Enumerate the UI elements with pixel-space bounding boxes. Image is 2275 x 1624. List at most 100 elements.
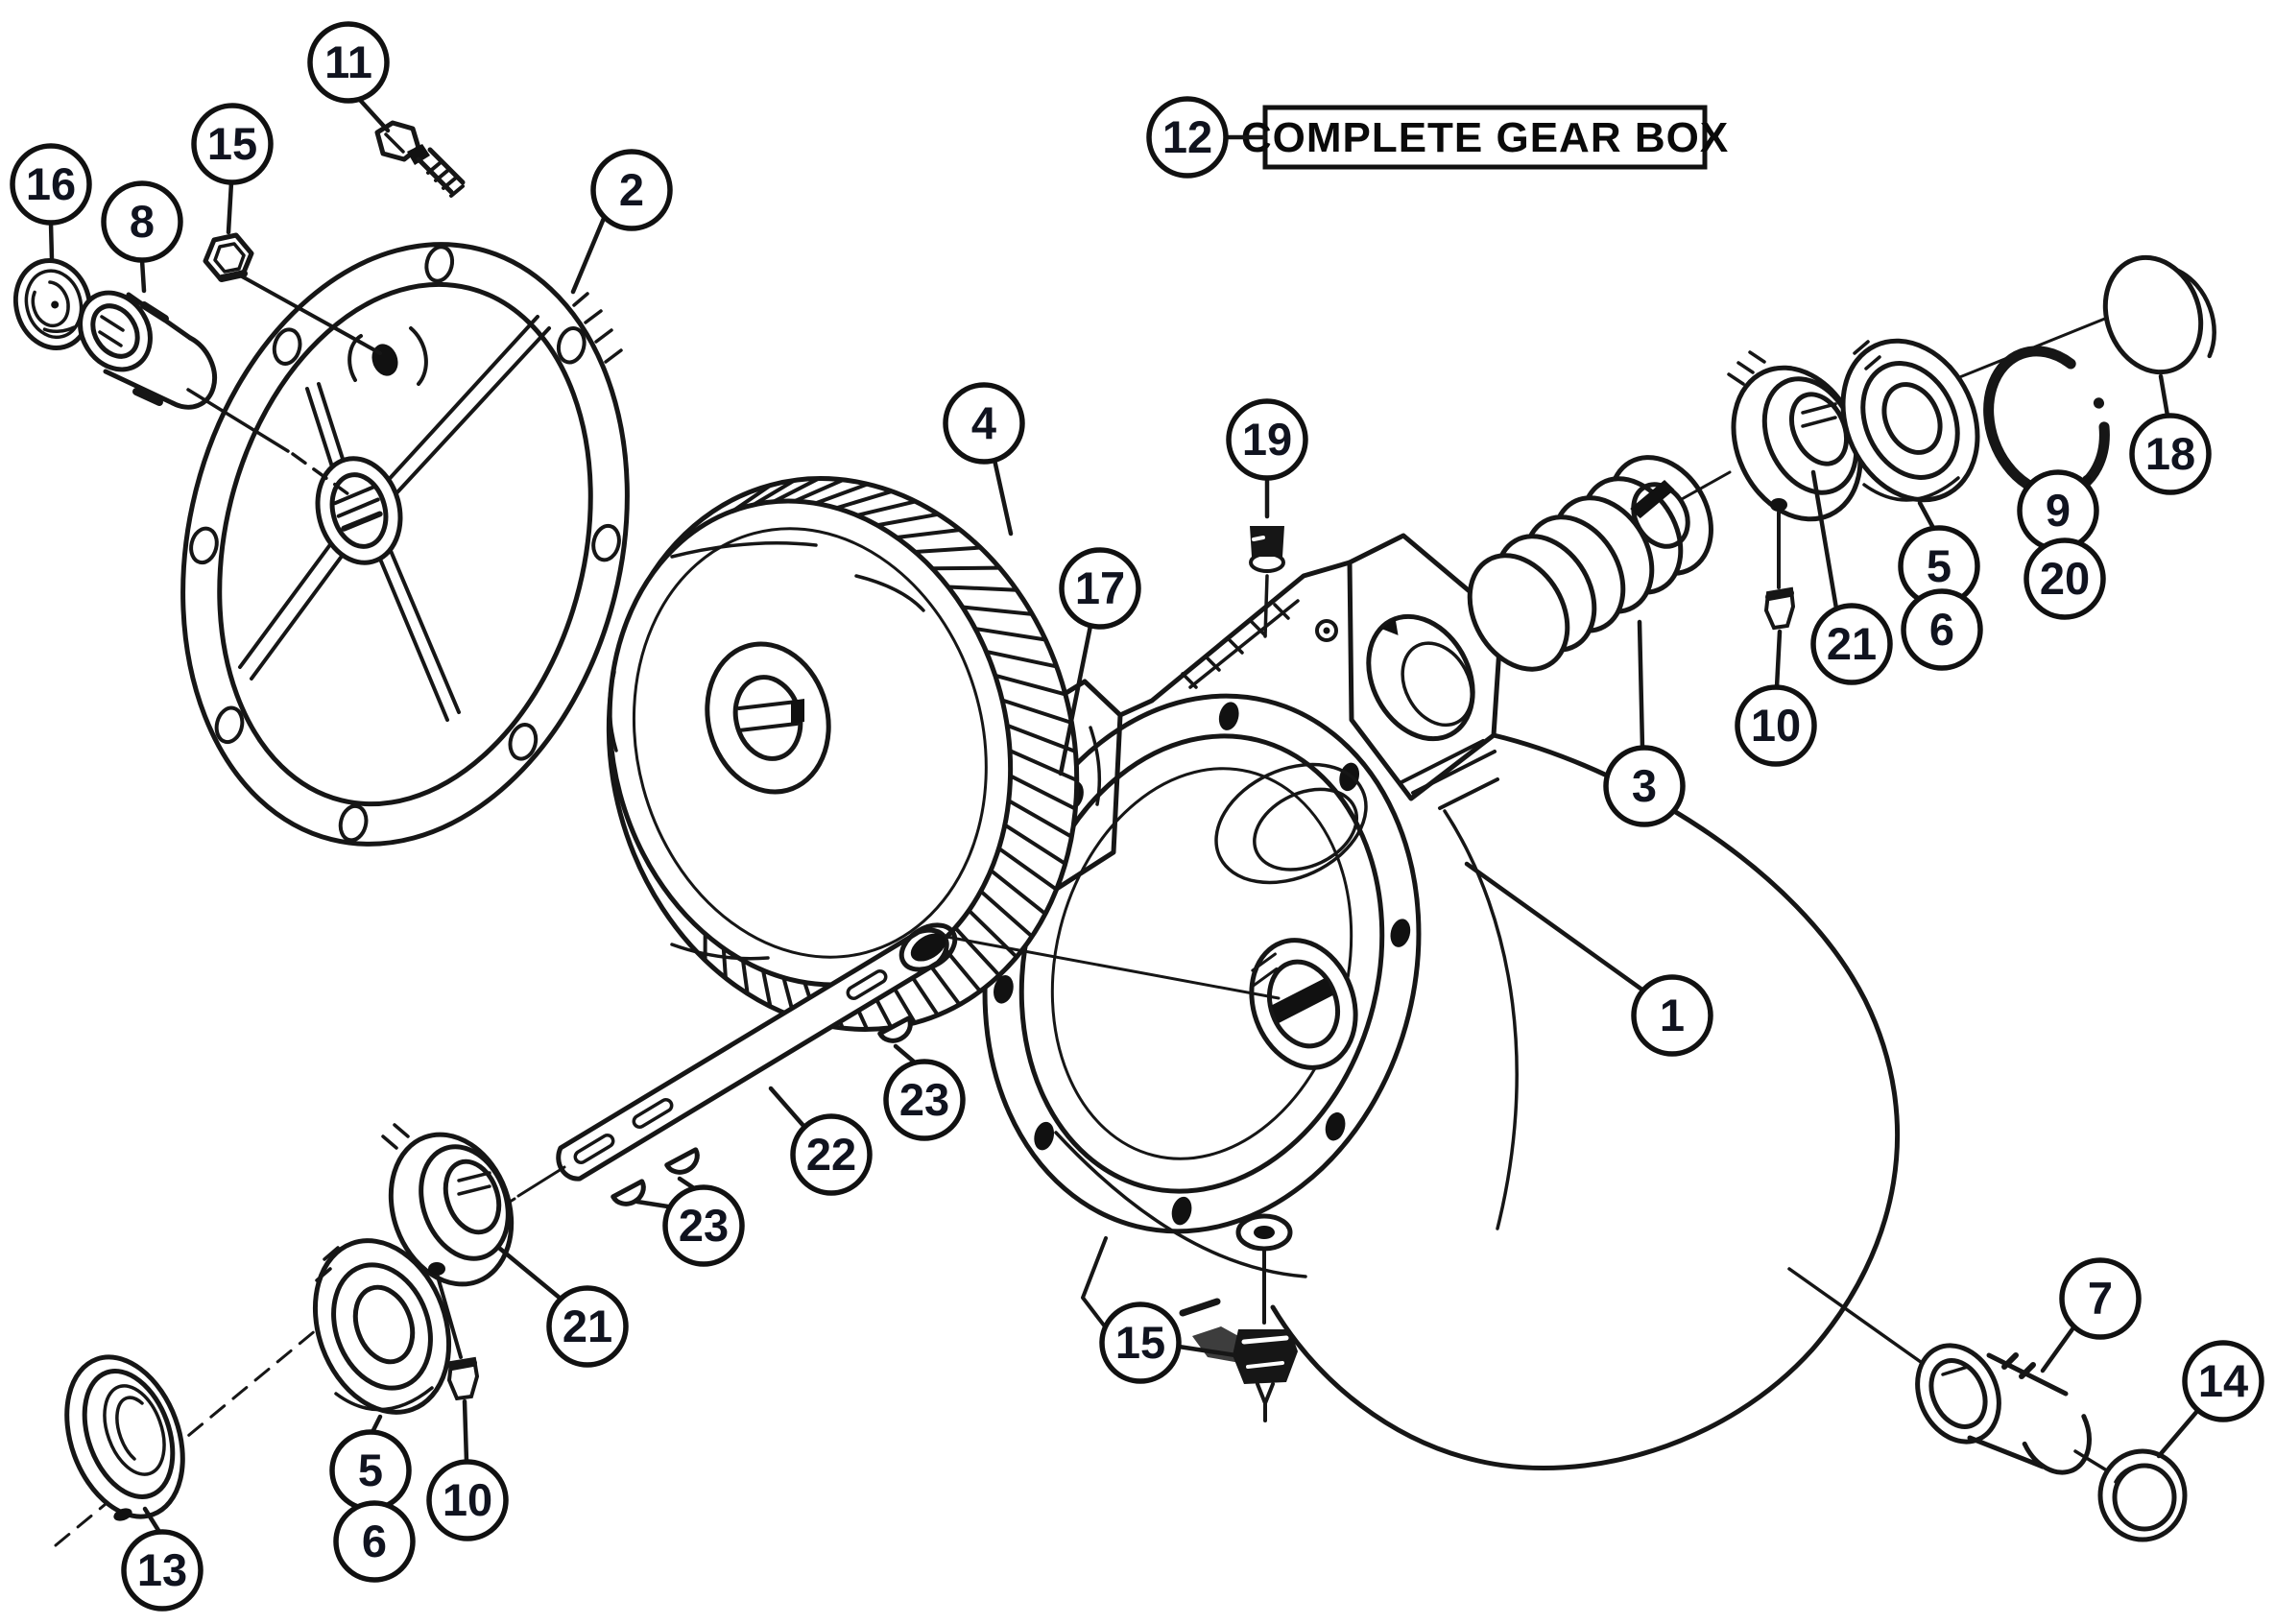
callout-circle [546,1285,629,1368]
callout-leader-line [1176,1344,1238,1358]
bolt-11-drawing [374,120,466,198]
callout-number: 8 [130,196,155,247]
callout-number: 21 [563,1301,612,1351]
callout-2: 2 [570,149,673,295]
label-text: COMPLETE GEAR BOX [1241,114,1729,161]
callout-circle [1603,745,1686,827]
callout-23a: 23 [883,1043,966,1141]
callout-number: 18 [2145,428,2195,479]
callout-number: 6 [362,1516,387,1566]
right-bearing-cluster-drawing [1727,254,2216,631]
callout-20: 20 [2024,537,2106,620]
nut-15-drawing [203,232,254,282]
callout-12: 12 [1146,96,1266,179]
callout-number: 22 [806,1129,856,1180]
callout-4: 4 [943,382,1025,537]
part-worm-wheel-drawing [606,476,1080,1032]
callout-number: 11 [324,36,372,87]
callout-number: 16 [26,158,76,209]
cap-16-drawing [12,257,93,351]
callout-number: 3 [1632,760,1657,811]
seal-ring-14-drawing [2097,1448,2188,1542]
callout-number: 4 [971,397,996,448]
callout-22: 22 [768,1086,873,1196]
callout-11: 11 [307,21,391,133]
callout-circle [883,1059,966,1141]
callout-leader-line [1917,500,1936,531]
callout-14: 14 [2156,1340,2264,1459]
callout-circle [10,143,92,226]
part-gear-housing-drawing [982,533,1901,1471]
worm-bore [1366,613,1475,742]
callout-number: 19 [1242,414,1292,465]
callout-13: 13 [121,1506,204,1612]
callout-circle [943,382,1025,465]
callout-circle [2024,537,2106,620]
bearing-cup-13-drawing [64,1354,185,1521]
callout-circle [1099,1302,1182,1384]
callout-circle [1146,96,1229,179]
callout-circle [426,1459,509,1541]
callout-leader-line [2040,1324,2077,1373]
callout-16: 16 [10,143,92,262]
callout-circle [191,103,274,185]
callout-number: 23 [679,1200,729,1251]
callout-21b: 21 [497,1246,629,1368]
bearing-5-drawing [312,1238,452,1415]
callout-circle [1226,398,1308,481]
collar-21-drawing [1727,350,1863,522]
callout-5b: 5 [329,1414,412,1512]
callout-7: 7 [2040,1257,2142,1373]
callout-15b: 15 [1099,1302,1238,1384]
callout-number: 14 [2198,1355,2248,1406]
callout-1: 1 [1464,861,1713,1057]
callout-circle [590,149,673,231]
callout-10a: 10 [1735,629,1817,767]
callout-leader-line [1058,623,1093,776]
callout-circle [121,1529,204,1612]
callout-circle [2059,1257,2142,1340]
callout-number: 20 [2040,553,2090,604]
callout-8: 8 [101,180,183,294]
part-shaft-drawing [480,922,1281,1221]
label-box: COMPLETE GEAR BOX [1241,105,1729,170]
callout-leader-line [570,213,608,295]
callout-5a: 5 [1898,500,1980,608]
callout-number: 6 [1929,604,1954,655]
callout-leader-line [139,257,147,294]
callout-leader-line [2158,373,2170,418]
callout-15a: 15 [191,103,274,235]
callout-9: 9 [2017,469,2099,552]
callout-circle [662,1184,745,1267]
callout-number: 17 [1075,562,1125,613]
callout-circle [1631,974,1713,1057]
callout-circle [1810,603,1893,685]
callout-18: 18 [2129,373,2212,495]
callout-leader-line [462,1398,469,1465]
callout-leader-line [142,1506,162,1535]
callout-3: 3 [1603,619,1686,827]
callout-leader-line [1774,629,1783,690]
left-bearing-cluster-drawing [54,1123,515,1547]
callout-circle [1735,684,1817,767]
bushing-7-drawing [1915,1343,2092,1475]
callout-6a: 6 [1901,588,1983,671]
callout-number: 15 [207,118,257,169]
callout-number: 7 [2088,1273,2113,1324]
callout-number: 5 [358,1445,383,1495]
callout-leader-line [992,457,1014,537]
end-cap-18-drawing [2102,254,2216,383]
part-worm-gear-drawing [1467,455,1732,672]
set-screw-10-drawing [446,1356,480,1401]
gear-hub [705,641,831,795]
callout-number: 10 [443,1474,492,1525]
bearing-5-drawing [1840,338,1980,503]
callout-10b: 10 [426,1398,509,1541]
callout-number: 9 [2046,485,2071,536]
callout-leader-line [1810,469,1839,611]
output-bushing-cluster-drawing [1787,1267,2188,1542]
callout-leader-line [226,179,234,235]
